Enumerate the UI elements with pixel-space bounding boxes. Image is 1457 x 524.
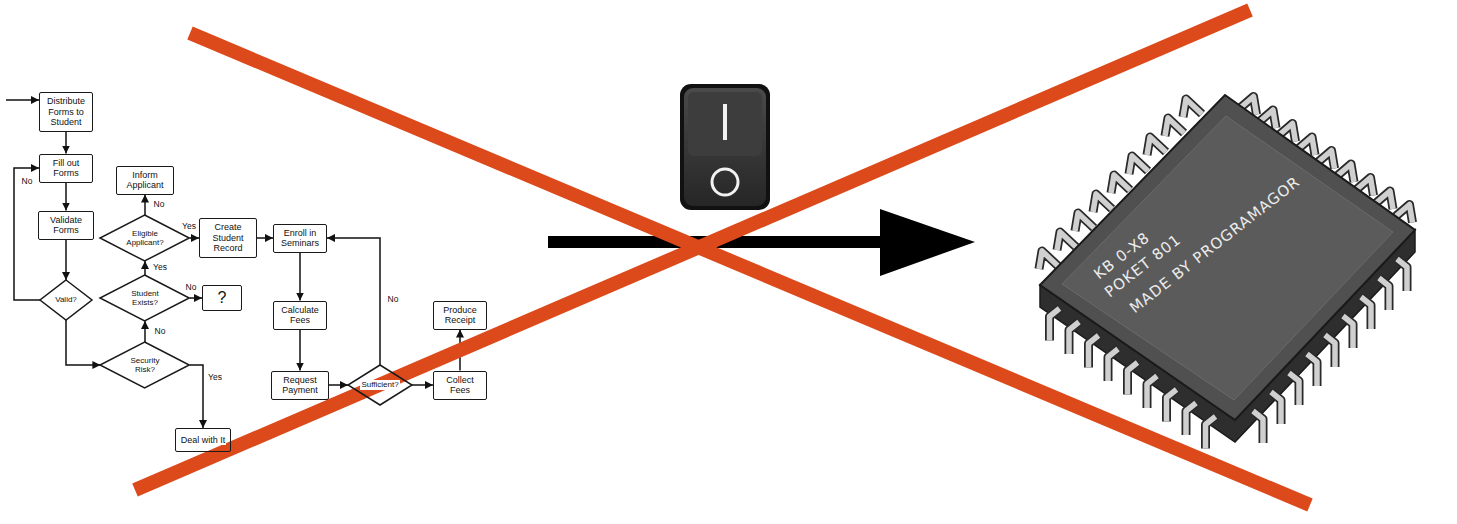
process-text: Produce Receipt bbox=[437, 305, 483, 326]
diamond-shape bbox=[100, 215, 189, 261]
diamond-shape bbox=[100, 275, 189, 321]
edge-label: No bbox=[387, 295, 400, 304]
decision-text: Valid? bbox=[54, 295, 78, 304]
process-box: Enroll in Seminars bbox=[273, 224, 327, 253]
flow-connector bbox=[327, 238, 380, 365]
decision-diamond: Security Risk? bbox=[100, 342, 189, 388]
decision-diamond: Sufficient? bbox=[348, 365, 412, 405]
process-box: Calculate Fees bbox=[273, 301, 327, 330]
process-box: Fill out Forms bbox=[39, 154, 93, 183]
decision-diamond: Eligible Applicant? bbox=[100, 215, 189, 261]
power-switch-icon bbox=[680, 84, 770, 210]
chip-top bbox=[1040, 95, 1415, 420]
process-text: Collect Fees bbox=[437, 375, 483, 396]
process-text: Validate Forms bbox=[42, 215, 90, 236]
process-text: Distribute Forms to Student bbox=[43, 96, 89, 127]
edge-label: Yes bbox=[181, 222, 197, 231]
process-text: Inform Applicant bbox=[120, 170, 170, 191]
flow-connector bbox=[14, 168, 40, 300]
process-box: Request Payment bbox=[271, 371, 329, 400]
decision-text: Sufficient? bbox=[360, 380, 399, 389]
cross-stroke bbox=[190, 33, 1310, 505]
process-box: Deal with It bbox=[175, 428, 231, 452]
entry-arrow bbox=[6, 99, 39, 101]
flow-connector bbox=[257, 237, 273, 239]
decision-diamond: Student Exists? bbox=[100, 275, 189, 321]
flow-connector bbox=[299, 253, 301, 301]
process-text: Fill out Forms bbox=[43, 158, 89, 179]
diamond-shape bbox=[40, 280, 92, 320]
flow-connector bbox=[66, 320, 100, 365]
cross-stroke bbox=[135, 10, 1250, 490]
edge-label: Yes bbox=[207, 373, 223, 382]
edge-label: No bbox=[154, 327, 167, 336]
process-text: Create Student Record bbox=[203, 222, 253, 253]
process-box: ? bbox=[202, 285, 242, 311]
flow-connector bbox=[65, 240, 67, 281]
process-box: Produce Receipt bbox=[433, 301, 487, 330]
microchip bbox=[1039, 95, 1415, 449]
edge-label: No bbox=[153, 200, 166, 209]
flow-connector bbox=[329, 384, 348, 386]
process-text: Deal with It bbox=[180, 435, 227, 445]
flow-connector bbox=[144, 321, 146, 342]
edge-label: No bbox=[185, 283, 198, 292]
process-box: Collect Fees bbox=[433, 371, 487, 400]
flow-connector bbox=[65, 132, 67, 154]
flow-connector bbox=[299, 330, 301, 371]
process-text: ? bbox=[217, 289, 228, 307]
decision-text: Student Exists? bbox=[120, 289, 170, 307]
edge-label: No bbox=[21, 177, 34, 186]
chip-bevel bbox=[1062, 116, 1393, 400]
flow-connector bbox=[190, 297, 202, 299]
flow-connector bbox=[412, 384, 433, 386]
diamond-shape bbox=[100, 342, 189, 388]
flow-connector bbox=[144, 261, 146, 275]
process-box: Create Student Record bbox=[199, 218, 257, 257]
edge-label: Yes bbox=[152, 263, 168, 272]
flow-connector bbox=[65, 183, 67, 211]
decision-text: Security Risk? bbox=[120, 356, 170, 374]
process-text: Enroll in Seminars bbox=[277, 228, 323, 249]
process-box: Validate Forms bbox=[38, 211, 94, 240]
process-box: Distribute Forms to Student bbox=[39, 92, 93, 131]
diamond-shape bbox=[348, 365, 412, 405]
process-text: Request Payment bbox=[275, 375, 325, 396]
flow-connector bbox=[190, 365, 203, 428]
process-text: Calculate Fees bbox=[277, 305, 323, 326]
flow-connector bbox=[144, 195, 146, 216]
decision-diamond: Valid? bbox=[40, 280, 92, 320]
process-box: Inform Applicant bbox=[116, 166, 174, 195]
decision-text: Eligible Applicant? bbox=[120, 229, 170, 247]
